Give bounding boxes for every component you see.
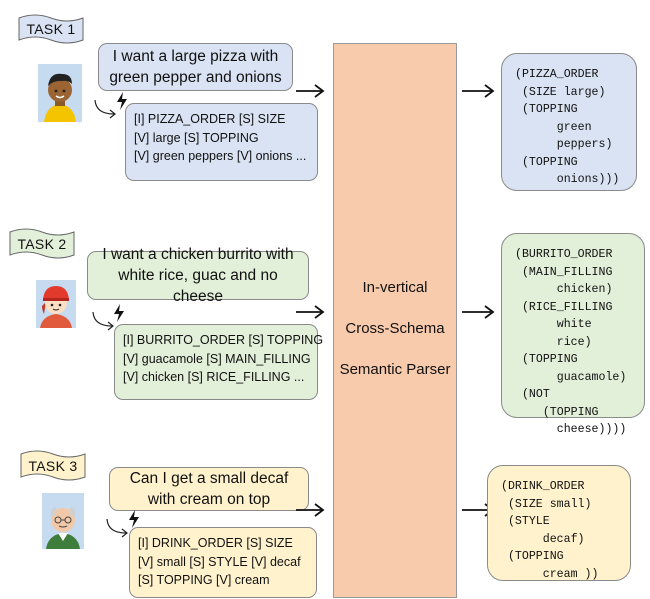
flag-shape [18, 14, 84, 44]
task-2-utterance-bubble: I want a chicken burrito with white rice… [87, 246, 309, 305]
task-2-flag: TASK 2 [9, 228, 75, 260]
curved-arrow-icon [106, 518, 128, 538]
lightning-icon [114, 304, 124, 322]
curved-arrow-icon [92, 311, 114, 331]
task-1-utterance: I want a large pizza with green pepper a… [109, 48, 282, 86]
right-arrow-icon [462, 84, 495, 98]
task-2-label: TASK 2 [17, 236, 67, 252]
task-3-utterance-bubble: Can I get a small decaf with cream on to… [109, 467, 309, 511]
task-3-slots-box: [I] DRINK_ORDER [S] SIZE [V] small [S] S… [129, 527, 317, 598]
right-arrow-icon [296, 305, 325, 319]
right-arrow-icon [296, 84, 325, 98]
user-avatar-icon [42, 493, 84, 549]
task-3-label: TASK 3 [28, 458, 78, 474]
task-3-utterance: Can I get a small decaf with cream on to… [129, 470, 289, 508]
curved-arrow-icon [94, 99, 116, 119]
parser-title-line-1: In-vertical [362, 279, 428, 296]
parser-title-line-3: Semantic Parser [339, 361, 451, 378]
task-1-slots-box: [I] PIZZA_ORDER [S] SIZE [V] large [S] T… [125, 103, 318, 181]
task-1-output-box: (PIZZA_ORDER (SIZE large) (TOPPING green… [501, 53, 637, 191]
flag-shape [9, 228, 75, 259]
task-1-label: TASK 1 [26, 21, 76, 37]
task-2-utterance: I want a chicken burrito with white rice… [102, 246, 294, 305]
lightning-icon [129, 510, 139, 528]
task-1-flag: TASK 1 [18, 14, 84, 44]
user-avatar-icon [38, 64, 82, 122]
user-avatar-icon [36, 280, 76, 328]
right-arrow-icon [296, 503, 325, 517]
task-3-output-box: (DRINK_ORDER (SIZE small) (STYLE decaf) … [487, 465, 631, 581]
right-arrow-icon [462, 305, 495, 319]
task-3-flag: TASK 3 [20, 450, 86, 482]
task-2-output-box: (BURRITO_ORDER (MAIN_FILLING chicken) (R… [501, 233, 645, 436]
task-1-utterance-bubble: I want a large pizza with green pepper a… [98, 43, 293, 91]
parser-title-line-2: Cross-Schema [345, 320, 445, 337]
lightning-icon [117, 92, 127, 110]
flag-shape [20, 450, 86, 481]
task-2-slots-box: [I] BURRITO_ORDER [S] TOPPING [V] guacam… [114, 324, 323, 400]
semantic-parser-block: In-vertical Cross-Schema Semantic Parser [333, 43, 457, 598]
